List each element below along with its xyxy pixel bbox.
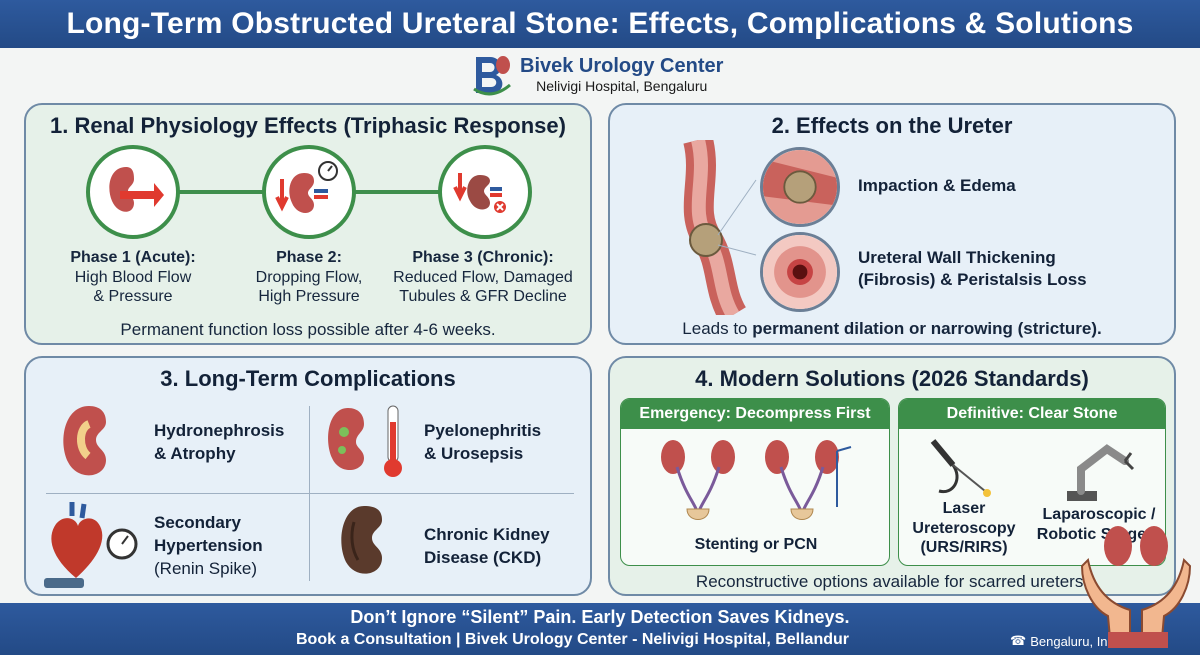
impaction-closeup-icon bbox=[760, 147, 840, 227]
stenting-label: Stenting or PCN bbox=[694, 536, 818, 553]
ckd-line2: Disease (CKD) bbox=[424, 547, 542, 567]
panel4-footer: Reconstructive options available for sca… bbox=[695, 572, 1089, 591]
laser-label: Laser Ureteroscopy (URS/RIRS) bbox=[909, 499, 1019, 558]
kidney-b-logo-icon bbox=[473, 56, 511, 96]
wall-thickening-closeup-icon bbox=[760, 232, 840, 312]
phase2-text: Phase 2: Dropping Flow, High Pressure bbox=[209, 248, 409, 307]
stent-pcn-icon bbox=[661, 440, 852, 520]
panel3-title: 3. Long-Term Complications bbox=[160, 366, 456, 391]
pyelonephritis-line1: Pyelonephritis bbox=[424, 421, 542, 440]
phase3-line1: Reduced Flow, Damaged bbox=[393, 268, 573, 286]
pyelonephritis-line2: & Urosepsis bbox=[424, 443, 524, 463]
impaction-edema-label: Impaction & Edema bbox=[858, 176, 1016, 195]
phase3-heading: Phase 3 (Chronic): bbox=[412, 249, 554, 266]
kidney-arrow-icon bbox=[86, 145, 180, 239]
logo-subtitle: Nelivigi Hospital, Bengaluru bbox=[536, 78, 708, 95]
laser-line3: (URS/RIRS) bbox=[920, 539, 1008, 557]
phase2-line1: Dropping Flow, bbox=[255, 268, 363, 286]
hydronephrosis-kidney-icon bbox=[44, 402, 144, 482]
phase1-heading: Phase 1 (Acute): bbox=[70, 249, 196, 266]
panel2-footer-prefix: Leads to bbox=[682, 319, 753, 338]
ureteroscope-icon bbox=[930, 439, 991, 497]
ckd-label: Chronic Kidney Disease (CKD) bbox=[424, 524, 550, 570]
wall-thickening-line1: Ureteral Wall Thickening bbox=[858, 248, 1056, 267]
hands-kidneys-icon bbox=[1080, 526, 1192, 648]
panel2-footer-bold: permanent dilation or narrowing (strictu… bbox=[752, 319, 1102, 338]
hydronephrosis-line1: Hydronephrosis bbox=[154, 421, 285, 440]
panel4-title: 4. Modern Solutions (2026 Standards) bbox=[695, 366, 1089, 391]
panel-solutions: 4. Modern Solutions (2026 Standards) Eme… bbox=[608, 356, 1176, 596]
hydronephrosis-line2: & Atrophy bbox=[154, 443, 236, 463]
shrunken-kidney-icon bbox=[324, 502, 424, 582]
ckd-line1: Chronic Kidney bbox=[424, 525, 550, 544]
phase1-line2: & Pressure bbox=[93, 288, 173, 306]
laser-line1: Laser bbox=[942, 500, 986, 517]
phone-icon: ☎ bbox=[1010, 633, 1027, 648]
panel-renal-physiology: 1. Renal Physiology Effects (Triphasic R… bbox=[24, 103, 592, 345]
footer-booking: Book a Consultation | Bivek Urology Cent… bbox=[296, 631, 849, 648]
grid-divider-horizontal bbox=[46, 493, 574, 494]
phase2-heading: Phase 2: bbox=[276, 249, 342, 266]
emergency-heading: Emergency: Decompress First bbox=[621, 399, 889, 429]
phase3-text: Phase 3 (Chronic): Reduced Flow, Damaged… bbox=[383, 248, 583, 307]
robotic-arm-icon bbox=[1067, 444, 1135, 501]
phase1-line1: High Blood Flow bbox=[74, 268, 192, 286]
laser-line2: Ureteroscopy bbox=[912, 519, 1016, 537]
robotic-line1: Laparoscopic / bbox=[1042, 506, 1156, 523]
footer-slogan: Don’t Ignore “Silent” Pain. Early Detect… bbox=[350, 607, 850, 627]
hypertension-line1: Secondary bbox=[154, 513, 241, 532]
hypertension-label: Secondary Hypertension (Renin Spike) bbox=[154, 512, 263, 581]
panel1-title: 1. Renal Physiology Effects (Triphasic R… bbox=[50, 113, 566, 138]
phase2-line2: High Pressure bbox=[258, 288, 360, 306]
heart-bp-gauge-icon bbox=[42, 498, 142, 590]
definitive-box: Definitive: Clear Stone Laser Ureterosco… bbox=[898, 398, 1166, 566]
emergency-box: Emergency: Decompress First Stenting or … bbox=[620, 398, 890, 566]
logo-name: Bivek Urology Center bbox=[520, 55, 724, 78]
panel-complications: 3. Long-Term Complications Hydronephrosi… bbox=[24, 356, 592, 596]
phase3-line2: Tubules & GFR Decline bbox=[399, 288, 567, 306]
panel-ureter-effects: 2. Effects on the Ureter Impaction & Ede… bbox=[608, 103, 1176, 345]
wall-thickening-line2: (Fibrosis) & Peristalsis Loss bbox=[858, 270, 1087, 290]
panel2-title: 2. Effects on the Ureter bbox=[771, 113, 1013, 138]
ureter-stone-icon bbox=[683, 140, 757, 315]
hypertension-line3: (Renin Spike) bbox=[154, 558, 257, 578]
footer-bar: Don’t Ignore “Silent” Pain. Early Detect… bbox=[0, 603, 1200, 655]
hydronephrosis-label: Hydronephrosis & Atrophy bbox=[154, 420, 284, 466]
phase1-text: Phase 1 (Acute): High Blood Flow & Press… bbox=[33, 248, 233, 307]
pyelonephritis-label: Pyelonephritis & Urosepsis bbox=[424, 420, 541, 466]
panel1-footer: Permanent function loss possible after 4… bbox=[120, 320, 496, 339]
panel2-footer: Leads to permanent dilation or narrowing… bbox=[610, 319, 1174, 339]
hypertension-line2: Hypertension bbox=[154, 535, 263, 555]
page-title: Long-Term Obstructed Ureteral Stone: Eff… bbox=[66, 7, 1134, 40]
wall-thickening-label: Ureteral Wall Thickening (Fibrosis) & Pe… bbox=[858, 247, 1087, 291]
infected-kidney-thermometer-icon bbox=[318, 402, 418, 482]
logo: Bivek Urology Center Nelivigi Hospital, … bbox=[470, 52, 740, 98]
kidney-gauge-icon bbox=[262, 145, 356, 239]
damaged-kidney-icon bbox=[438, 145, 532, 239]
header-title-bar: Long-Term Obstructed Ureteral Stone: Eff… bbox=[0, 0, 1200, 48]
definitive-heading: Definitive: Clear Stone bbox=[899, 399, 1165, 429]
